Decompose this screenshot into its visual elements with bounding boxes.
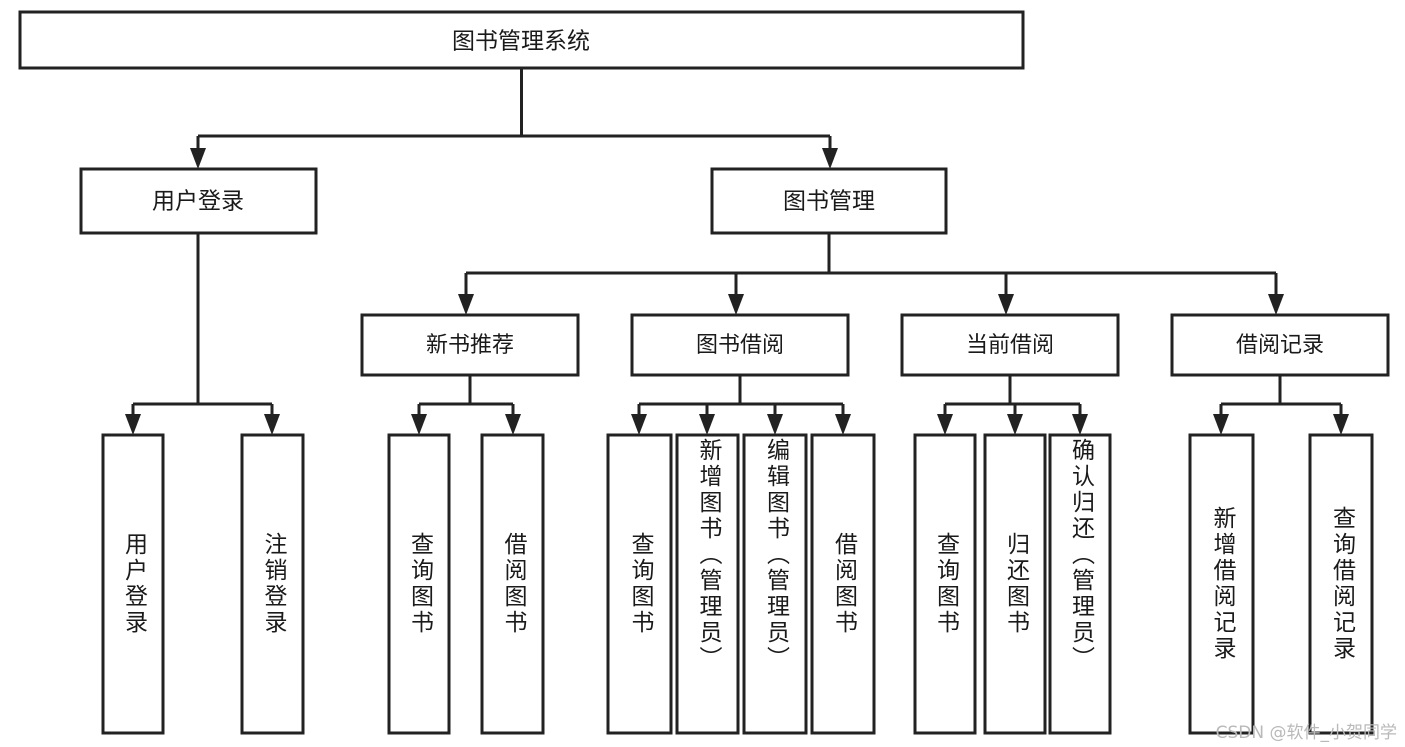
node-current-borrow-box[interactable] [900, 313, 1120, 377]
leaf-box-borrow-book-bb[interactable] [810, 433, 876, 735]
arrow-head-leaf-c3 [1072, 414, 1088, 435]
node-current-borrow[interactable]: 当前借阅 [900, 313, 1120, 377]
connectors-borrow-record-to-leaves [1213, 375, 1349, 435]
arrow-head-leaf-n1 [411, 414, 427, 435]
leaf-box-query-book-nb[interactable] [387, 433, 451, 735]
leaf-box-edit-book-admin[interactable] [742, 433, 808, 735]
arrow-head-leaf-r2 [1333, 414, 1349, 435]
node-book-borrow[interactable]: 图书借阅 [630, 313, 850, 377]
leaf-boxes-current-borrow [913, 433, 1112, 735]
node-root-label: 图书管理系统 [452, 29, 590, 55]
node-book-borrow-box[interactable] [630, 313, 850, 377]
arrow-head-leaf-n2 [505, 414, 521, 435]
arrow-head-leaf-u1 [125, 414, 141, 435]
node-borrow-record-box[interactable] [1170, 313, 1390, 377]
connectors-user-login-to-leaves [125, 233, 280, 435]
arrow-head-leaf-b2 [699, 414, 715, 435]
arrow-head-leaf-r1 [1213, 414, 1229, 435]
node-current-borrow-label: 当前借阅 [966, 333, 1054, 358]
node-book-manage-box[interactable] [710, 167, 948, 235]
leaf-box-borrow-book-nb[interactable] [480, 433, 545, 735]
connectors-book-manage-to-level3 [458, 233, 1284, 315]
arrow-head-current-borrow [998, 294, 1014, 315]
leaf-box-query-book-cb[interactable] [913, 433, 977, 735]
node-root-box[interactable] [18, 10, 1025, 70]
arrow-head-leaf-c2 [1007, 414, 1023, 435]
node-book-manage[interactable]: 图书管理 [710, 167, 948, 235]
node-borrow-record[interactable]: 借阅记录 [1170, 313, 1390, 377]
node-new-book-recommend[interactable]: 新书推荐 [360, 313, 580, 377]
leaf-box-add-borrow-record[interactable] [1188, 433, 1255, 735]
node-user-login-box[interactable] [79, 167, 318, 235]
node-borrow-record-label: 借阅记录 [1236, 333, 1324, 358]
node-user-login[interactable]: 用户登录 [79, 167, 318, 235]
node-root[interactable]: 图书管理系统 [18, 10, 1025, 70]
watermark-text: CSDN @软件_小贺同学 [1215, 723, 1397, 743]
leaf-box-return-book[interactable] [983, 433, 1047, 735]
leaf-boxes-user-login [101, 433, 305, 735]
leaf-box-query-borrow-record[interactable] [1308, 433, 1374, 735]
leaf-box-user-login[interactable] [101, 433, 165, 735]
leaf-box-confirm-return-admin[interactable] [1048, 433, 1112, 735]
leaf-box-logout[interactable] [240, 433, 305, 735]
arrow-head-book-manage [822, 148, 838, 169]
node-book-manage-label: 图书管理 [783, 189, 875, 215]
arrow-head-leaf-b4 [835, 414, 851, 435]
arrow-head-leaf-c1 [937, 414, 953, 435]
node-user-login-label: 用户登录 [152, 189, 244, 215]
arrow-head-borrow-record [1268, 294, 1284, 315]
connectors-book-borrow-to-leaves [631, 375, 851, 435]
leaf-box-add-book-admin[interactable] [675, 433, 740, 735]
arrow-head-leaf-u2 [264, 414, 280, 435]
arrow-head-user-login [190, 148, 206, 169]
connectors-new-book-to-leaves [411, 375, 521, 435]
arrow-head-new-book [458, 294, 474, 315]
leaf-box-query-book-bb[interactable] [606, 433, 673, 735]
arrow-head-book-borrow [728, 294, 744, 315]
leaf-boxes-borrow-record [1188, 433, 1374, 735]
leaf-boxes-new-book-recommend [387, 433, 545, 735]
connectors-current-borrow-to-leaves [937, 375, 1088, 435]
arrow-head-leaf-b3 [767, 414, 783, 435]
leaf-boxes-book-borrow [606, 433, 876, 735]
node-new-book-recommend-label: 新书推荐 [426, 333, 514, 358]
connectors-root-to-level2 [190, 68, 838, 169]
node-new-book-recommend-box[interactable] [360, 313, 580, 377]
arrow-head-leaf-b1 [631, 414, 647, 435]
node-book-borrow-label: 图书借阅 [696, 333, 784, 358]
